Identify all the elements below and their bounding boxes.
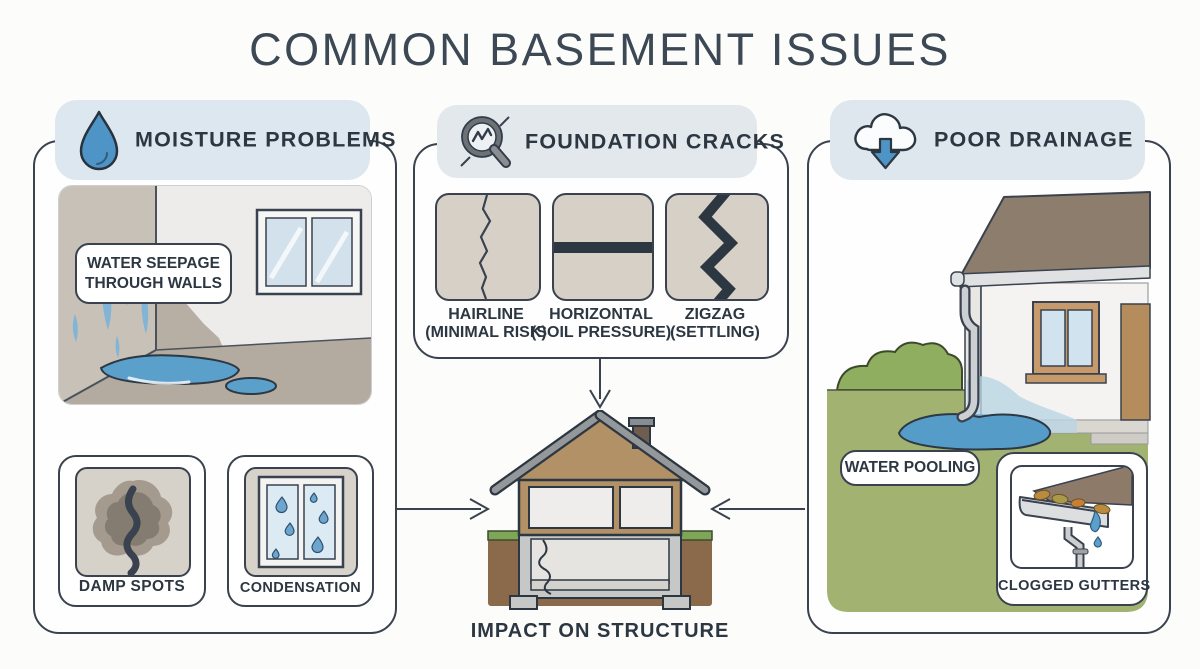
- foundation-header-label: FOUNDATION CRACKS: [525, 129, 786, 153]
- hairline-label: HAIRLINE (MINIMAL RISK): [425, 306, 547, 342]
- foundation-header-pill: FOUNDATION CRACKS: [437, 105, 784, 178]
- ground-puddle: [897, 413, 1052, 451]
- magnifier-crack-icon: [455, 112, 515, 172]
- moisture-header-pill: MOISTURE PROBLEMS: [55, 100, 395, 180]
- condensation-label: CONDENSATION: [239, 580, 362, 596]
- clogged-gutters-card: CLOGGED GUTTERS: [996, 452, 1151, 606]
- impact-label: IMPACT ON STRUCTURE: [470, 620, 730, 642]
- seepage-label-pill: WATER SEEPAGE THROUGH WALLS: [75, 243, 232, 304]
- water-drop-icon: [77, 109, 121, 171]
- clogged-gutters-label: CLOGGED GUTTERS: [998, 578, 1151, 594]
- water-pooling-pill: WATER POOLING: [840, 450, 980, 486]
- zigzag-crack-sample: [665, 193, 769, 301]
- seepage-label: WATER SEEPAGE THROUGH WALLS: [85, 255, 222, 292]
- horizontal-crack-sample: [552, 193, 654, 301]
- zigzag-label: ZIGZAG (SETTLING): [670, 306, 760, 342]
- damp-spot-icon: [75, 467, 191, 577]
- damp-spots-label: DAMP SPOTS: [78, 578, 186, 595]
- water-pooling-label: WATER POOLING: [844, 459, 976, 477]
- basement-window: [255, 208, 363, 296]
- moisture-header-label: MOISTURE PROBLEMS: [135, 127, 397, 152]
- clogged-gutter-icon: [1010, 465, 1134, 569]
- floor-puddle: [99, 354, 241, 386]
- damp-spots-card: DAMP SPOTS: [58, 455, 206, 607]
- condensation-card: CONDENSATION: [227, 455, 374, 607]
- bush: [835, 341, 964, 391]
- hairline-crack-sample: [435, 193, 541, 301]
- page-title: COMMON BASEMENT ISSUES: [249, 24, 951, 75]
- house-door: [1120, 303, 1151, 421]
- drainage-header-pill: POOR DRAINAGE: [830, 100, 1145, 180]
- impact-house-illustration: [483, 410, 717, 620]
- house-window: [1025, 301, 1107, 384]
- downspout: [958, 286, 978, 421]
- condensation-window-icon: [244, 467, 358, 577]
- horizontal-label: HORIZONTAL (SOIL PRESSURE): [531, 306, 672, 342]
- drainage-header-label: POOR DRAINAGE: [934, 127, 1134, 152]
- rain-cloud-down-arrow-icon: [850, 108, 922, 174]
